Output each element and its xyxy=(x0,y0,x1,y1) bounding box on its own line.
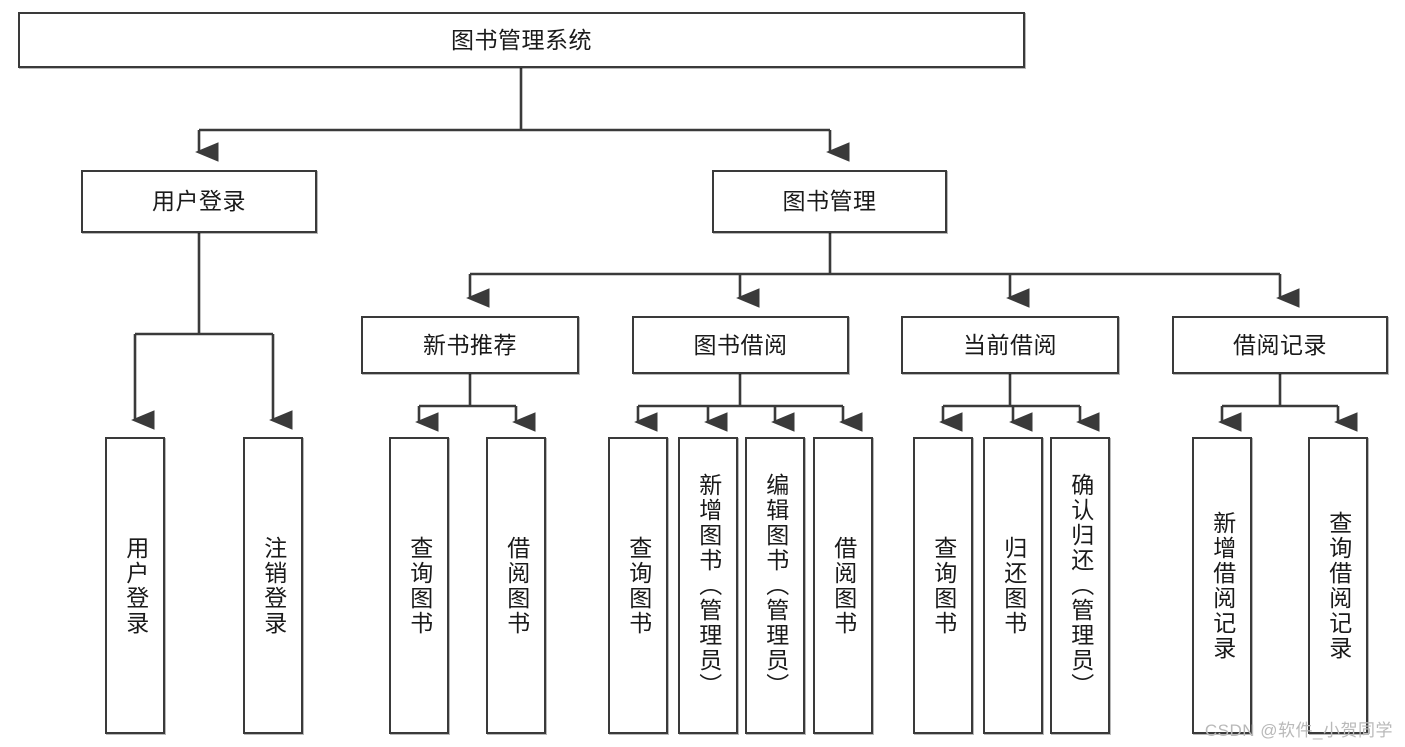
node-book-borrow[interactable]: 图书借阅 xyxy=(632,316,849,374)
node-borrow-record-label: 借阅记录 xyxy=(1233,331,1327,358)
node-leaf-edit-book[interactable]: 编辑图书（管理员） xyxy=(745,437,805,734)
node-user-login[interactable]: 用户登录 xyxy=(81,170,317,233)
node-leaf-user-logout-label: 注销登录 xyxy=(260,535,287,636)
node-leaf-edit-book-label: 编辑图书（管理员） xyxy=(762,473,789,698)
node-leaf-user-login-label: 用户登录 xyxy=(122,535,149,636)
node-new-book-rec[interactable]: 新书推荐 xyxy=(361,316,579,374)
csdn-watermark: CSDN @软件_小贺同学 xyxy=(1204,721,1393,740)
node-leaf-return-book[interactable]: 归还图书 xyxy=(983,437,1043,734)
node-leaf-add-book-label: 新增图书（管理员） xyxy=(695,473,722,698)
node-leaf-borrow-book-1[interactable]: 借阅图书 xyxy=(486,437,546,734)
node-leaf-confirm-return-label: 确认归还（管理员） xyxy=(1067,473,1094,698)
node-leaf-confirm-return[interactable]: 确认归还（管理员） xyxy=(1050,437,1110,734)
node-leaf-query-book-1[interactable]: 查询图书 xyxy=(389,437,449,734)
node-borrow-record[interactable]: 借阅记录 xyxy=(1172,316,1388,374)
node-book-manage[interactable]: 图书管理 xyxy=(712,170,947,233)
node-leaf-add-record[interactable]: 新增借阅记录 xyxy=(1192,437,1252,734)
node-root[interactable]: 图书管理系统 xyxy=(18,12,1025,68)
node-new-book-rec-label: 新书推荐 xyxy=(423,331,517,358)
node-root-label: 图书管理系统 xyxy=(451,26,592,53)
node-leaf-return-book-label: 归还图书 xyxy=(1000,535,1027,636)
node-leaf-query-book-3-label: 查询图书 xyxy=(930,535,957,636)
node-leaf-query-book-2-label: 查询图书 xyxy=(625,535,652,636)
node-leaf-borrow-book-1-label: 借阅图书 xyxy=(503,535,530,636)
node-book-manage-label: 图书管理 xyxy=(782,188,877,215)
node-leaf-query-record-label: 查询借阅记录 xyxy=(1325,510,1352,661)
node-book-borrow-label: 图书借阅 xyxy=(693,331,788,358)
node-leaf-query-book-1-label: 查询图书 xyxy=(406,535,433,636)
node-leaf-query-book-3[interactable]: 查询图书 xyxy=(913,437,973,734)
node-user-login-label: 用户登录 xyxy=(152,188,246,215)
node-leaf-query-record[interactable]: 查询借阅记录 xyxy=(1308,437,1368,734)
node-leaf-borrow-book-2[interactable]: 借阅图书 xyxy=(813,437,873,734)
node-leaf-user-logout[interactable]: 注销登录 xyxy=(243,437,303,734)
node-leaf-user-login[interactable]: 用户登录 xyxy=(105,437,165,734)
node-leaf-add-book[interactable]: 新增图书（管理员） xyxy=(678,437,738,734)
node-current-borrow-label: 当前借阅 xyxy=(963,331,1057,358)
node-leaf-add-record-label: 新增借阅记录 xyxy=(1209,510,1236,661)
node-leaf-query-book-2[interactable]: 查询图书 xyxy=(608,437,668,734)
node-leaf-borrow-book-2-label: 借阅图书 xyxy=(830,535,857,636)
node-current-borrow[interactable]: 当前借阅 xyxy=(901,316,1119,374)
